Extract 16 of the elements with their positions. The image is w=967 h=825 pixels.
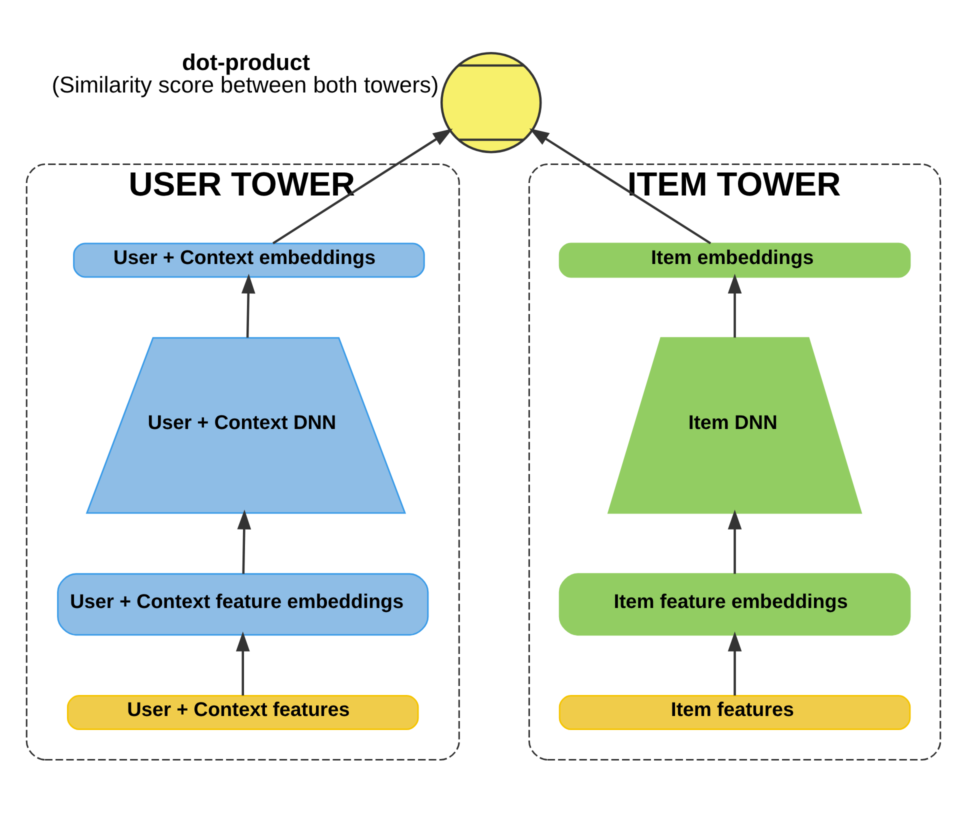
node-circle [440,52,542,154]
arrow [728,510,742,574]
node-box: User + Context features [66,695,419,730]
arrow [272,128,453,244]
node-box: Item features [558,695,911,730]
node-box: Item embeddings [558,242,911,278]
arrow [236,632,250,696]
node-box: Item feature embeddings [558,573,911,636]
arrow [529,128,712,244]
node-box: User + Context embeddings [73,242,425,278]
arrow [728,274,742,338]
arrow [728,632,742,696]
node-label: dot-product [182,48,310,75]
arrow [241,274,256,338]
node-box: User + Context feature embeddings [57,573,429,636]
arrow [237,510,252,574]
